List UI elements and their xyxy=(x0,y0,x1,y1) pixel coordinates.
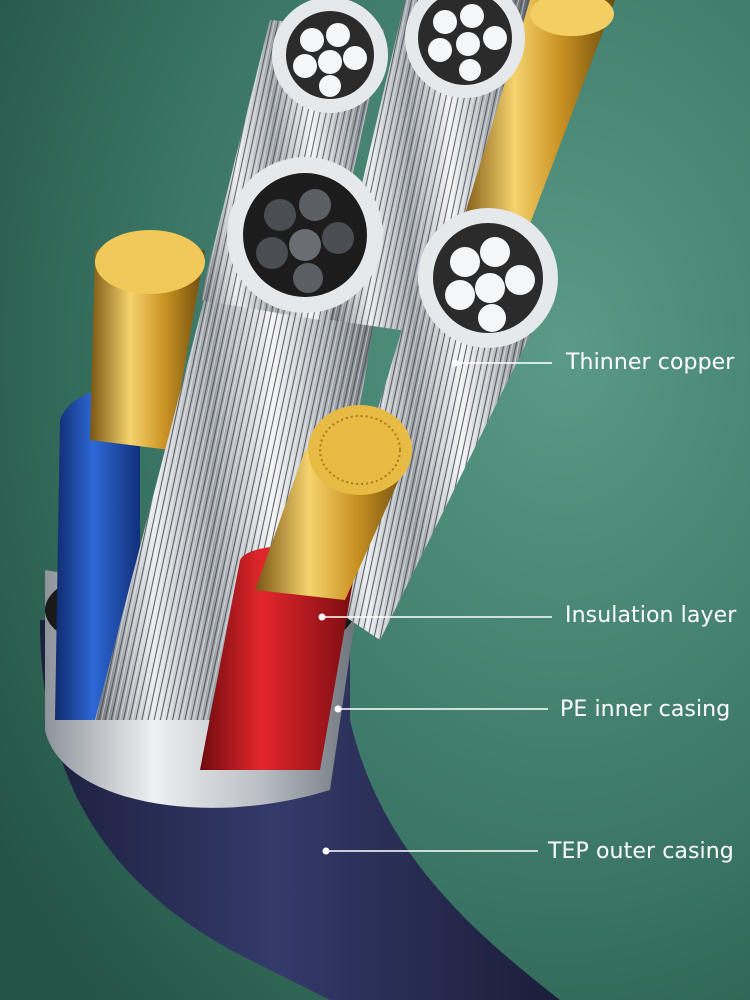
label-insulation-layer: Insulation layer xyxy=(565,603,737,628)
gold-conductor-left-end xyxy=(95,230,205,294)
braid-end-center xyxy=(227,157,383,313)
gold-conductor-center-end xyxy=(308,405,412,495)
gold-conductor-top xyxy=(460,0,615,250)
braid-end-right xyxy=(418,208,558,348)
callout-line-tep xyxy=(322,847,538,855)
braid-end-top-right xyxy=(405,0,525,98)
braid-end-top-left xyxy=(272,0,388,113)
callout-line-pe xyxy=(334,705,548,713)
callout-line-copper xyxy=(451,359,552,367)
red-insulation xyxy=(200,546,355,770)
label-pe-inner-casing: PE inner casing xyxy=(560,697,731,722)
label-tep-outer-casing: TEP outer casing xyxy=(548,839,734,864)
gold-conductor-left xyxy=(90,250,205,450)
callout-line-insulation xyxy=(318,613,552,621)
label-thinner-copper: Thinner copper xyxy=(566,350,735,375)
